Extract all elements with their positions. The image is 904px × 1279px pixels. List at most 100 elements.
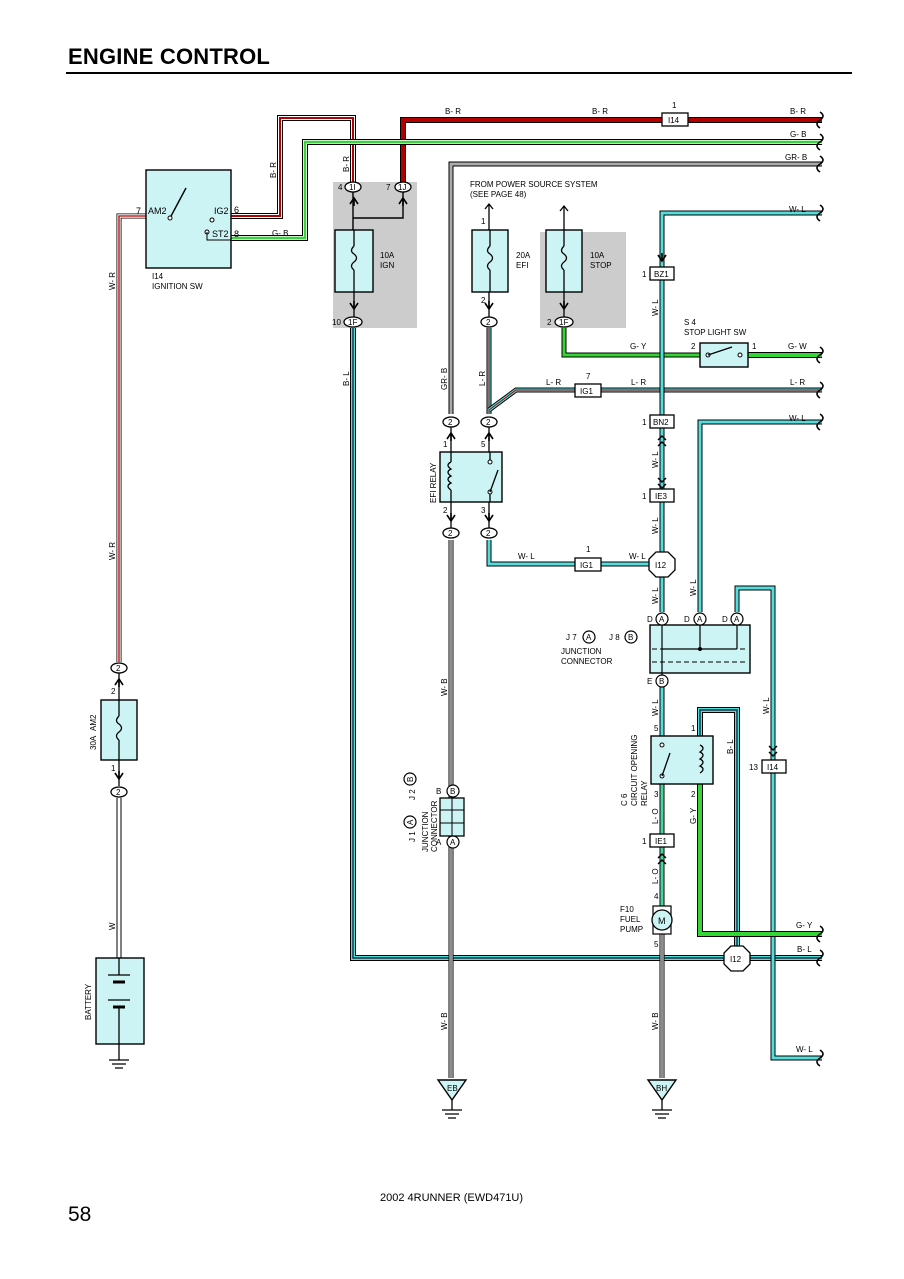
wl-grb-right: GR- B [785,153,807,162]
wl-lr-right: L- R [790,378,805,387]
document-id: 2002 4RUNNER (EWD471U) [380,1192,524,1204]
fuse-am2-top-pin: 2 [111,687,116,696]
ig-sw-ig2-label: IG2 [214,206,229,216]
wl-wl-vert-right: W- L [762,697,771,714]
i14-top-pin: 1 [672,101,677,110]
stop-sw-pin-left: 2 [691,342,696,351]
wl-wl-bn2: W- L [651,451,660,468]
wl-wl-right1: W- L [789,205,806,214]
fuse-efi-bottom-conn: 2 [486,318,491,327]
wl-br-top2: B- R [592,107,608,116]
j7-label: J 7 [566,633,577,642]
wl-wl-below-i12: W- L [651,587,660,604]
stop-sw-code: S 4 [684,318,697,327]
j7-pin-a3: A [734,615,740,624]
fuel-pump-pin4: 4 [654,892,659,901]
fuse-ign-conn-b: 1J [398,183,406,192]
junction-j7-j8: A A A D D D B E J 7 A J 8 B JUNCTION CON… [561,612,751,688]
fuse-stop-bottom-conn: 1F [559,318,568,327]
connector-bz1: BZ1 1 [642,252,675,281]
ig-sw-pin-am2: 7 [136,206,141,216]
fuse-am2-bottom-pin: 1 [111,764,116,773]
wl-br-fuse: B- R [342,156,351,172]
j7-j8-name-line2: CONNECTOR [561,657,613,666]
wl-lr-ig1-left: L- R [546,378,561,387]
fuel-pump-code: F10 [620,905,634,914]
cor-pin3: 3 [654,790,659,799]
connector-ig1-top: IG1 7 [574,372,602,398]
bz1-pin: 1 [642,270,647,279]
ig1-top-pin: 7 [586,372,591,381]
ig1-mid-code: IG1 [580,561,593,570]
j2-label: J 2 [408,789,417,800]
wire-wr [116,213,146,662]
fuel-pump: M 4 5 F10 FUEL PUMP [620,892,673,949]
fuse-efi-top-pin: 1 [481,217,486,226]
connector-i14-top: I14 1 [661,101,689,127]
ground-eb-label: EB [447,1084,458,1093]
fuse-efi-bottom-pin: 2 [481,296,486,305]
junction-j1-j2: B A B A J 1 A J 2 B JUNCTION CONNECTOR [403,772,465,852]
j7-a-label: A [586,633,592,642]
wl-wb-low: W- B [440,1012,449,1030]
efi-relay-conn-br: 2 [486,529,491,538]
wire-bl-cor [697,707,740,946]
j7-pin-d1: D [647,615,653,624]
wl-lo-cor: L- O [651,808,660,824]
page-number: 58 [68,1203,92,1226]
i14-right-pin: 13 [749,763,758,772]
bn2-pin: 1 [642,418,647,427]
wl-bl-cor: B- L [726,739,735,754]
efi-relay-name: EFI RELAY [429,462,438,503]
wl-lr-ig1-right: L- R [631,378,646,387]
fuse-ign-rating: 10A [380,251,395,260]
splice-i12-bottom: I12 [723,945,751,972]
cor-pin5: 5 [654,724,659,733]
wl-gy-stop: G- Y [630,342,647,351]
wl-gy-cor: G- Y [689,807,698,824]
wl-wl-e: W- L [651,699,660,716]
bz1-code: BZ1 [654,270,669,279]
stop-sw-name: STOP LIGHT SW [684,328,747,337]
ignition-switch: AM2 IG2 ST2 7 6 8 I14 IGNITION SW [136,169,239,291]
ig-sw-pin-st2: 8 [234,229,239,239]
wl-wb-mid: W- B [440,678,449,696]
ground-bh-label: BH [656,1084,667,1093]
efi-relay-pin2: 2 [443,506,448,515]
wire-labels: B- R B- R B- R G- B GR- B B- R G- B B- R… [108,107,813,1054]
connector-i14-right: I14 13 [749,745,787,774]
ground-eb: EB [436,1079,468,1119]
wl-gw-right: G- W [788,342,807,351]
connector-ie1: IE1 1 [642,833,675,865]
efi-relay-conn-tr: 2 [486,418,491,427]
battery: BATTERY [84,957,145,1069]
ie1-code: IE1 [655,837,668,846]
fuel-pump-name-line2: PUMP [620,925,643,934]
j1-j2-bottom-pin: A [450,838,456,847]
j2-b-label: B [406,777,415,782]
i14-top-code: I14 [668,116,680,125]
ie3-pin: 1 [642,492,647,501]
fuse-am2: 2 2 1 2 30A AM2 [89,662,138,798]
fuse-ign-bottom-pin: 10 [332,318,341,327]
j7-pin-a2: A [697,615,703,624]
efi-relay-pin3: 3 [481,506,486,515]
page-title: ENGINE CONTROL [68,44,271,69]
power-source-note-line1: FROM POWER SOURCE SYSTEM [470,180,598,189]
ig1-mid-pin: 1 [586,545,591,554]
fuse-ign-conn-a: 1I [349,183,356,192]
j1-j2-name-line1: JUNCTION [421,811,430,852]
wl-br-right: B- R [790,107,806,116]
j7-pin-e: E [647,677,652,686]
wl-wl-relay: W- L [518,552,535,561]
fuse-stop-name: STOP [590,261,612,270]
wl-bl-right: B- L [797,945,812,954]
fuse-ign-pin-a: 4 [338,183,343,192]
connector-ig1-mid: IG1 1 [574,545,602,572]
wl-w-batt: W [108,922,117,930]
wl-wl-bz1: W- L [651,299,660,316]
connector-ie3: IE3 1 [642,477,675,503]
circuit-opening-relay: 5 1 3 2 C 6 CIRCUIT OPENING RELAY [620,724,714,806]
wire-br-top [400,117,822,182]
